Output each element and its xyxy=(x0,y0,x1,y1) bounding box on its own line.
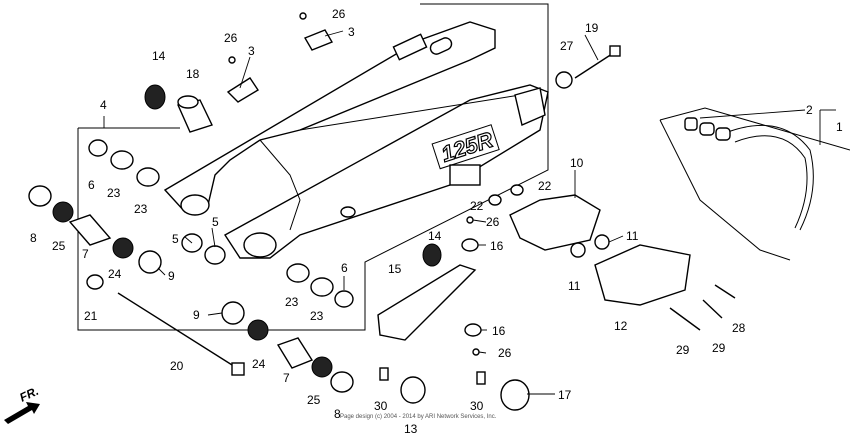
callout-11: 11 xyxy=(626,229,639,243)
callout-3: 3 xyxy=(248,44,255,58)
callout-4: 4 xyxy=(100,98,107,112)
callout-9: 9 xyxy=(193,308,200,322)
swingarm-group-bracket xyxy=(77,3,549,331)
callout-22: 22 xyxy=(470,199,484,213)
callout-14: 14 xyxy=(428,229,442,243)
callout-26: 26 xyxy=(332,7,346,21)
callout-25: 25 xyxy=(52,239,66,253)
callout-23: 23 xyxy=(134,202,148,216)
callout-7: 7 xyxy=(82,247,89,261)
callout-30: 30 xyxy=(374,399,388,413)
callout-28: 28 xyxy=(732,321,746,335)
callout-15: 15 xyxy=(388,262,402,276)
callout-26: 26 xyxy=(498,346,512,360)
callout-23: 23 xyxy=(285,295,299,309)
part-shapes xyxy=(28,12,736,411)
callout-29: 29 xyxy=(676,343,690,357)
callout-24: 24 xyxy=(252,357,266,371)
callout-6: 6 xyxy=(341,261,348,275)
callout-21: 21 xyxy=(84,309,98,323)
callout-19: 19 xyxy=(585,21,599,35)
callout-18: 18 xyxy=(186,67,200,81)
callout-25: 25 xyxy=(307,393,321,407)
callout-23: 23 xyxy=(310,309,324,323)
callout-27: 27 xyxy=(560,39,574,53)
callout-30: 30 xyxy=(470,399,484,413)
callout-23: 23 xyxy=(107,186,121,200)
callout-6: 6 xyxy=(88,178,95,192)
callout-5: 5 xyxy=(172,232,179,246)
callout-5: 5 xyxy=(212,215,219,229)
callout-22: 22 xyxy=(538,179,552,193)
callout-24: 24 xyxy=(108,267,122,281)
callout-26: 26 xyxy=(224,31,238,45)
callout-16: 16 xyxy=(492,324,506,338)
callout-14: 14 xyxy=(152,49,166,63)
callout-7: 7 xyxy=(283,371,290,385)
callout-16: 16 xyxy=(490,239,504,253)
callout-9: 9 xyxy=(168,269,175,283)
callout-13: 13 xyxy=(404,422,418,436)
callout-2: 2 xyxy=(806,103,813,117)
callout-8: 8 xyxy=(30,231,37,245)
callout-20: 20 xyxy=(170,359,184,373)
callout-12: 12 xyxy=(614,319,628,333)
callout-8: 8 xyxy=(334,407,341,421)
callout-17: 17 xyxy=(558,388,572,402)
callout-11: 11 xyxy=(568,279,581,293)
callout-10: 10 xyxy=(570,156,584,170)
front-direction-arrow: FR. xyxy=(4,384,41,424)
copyright-notice: Page design (c) 2004 - 2014 by ARI Netwo… xyxy=(340,414,497,420)
callout-26: 26 xyxy=(486,215,500,229)
callouts: 1 2 3 3 4 5 5 6 6 7 7 8 8 9 9 10 11 11 1… xyxy=(30,7,843,436)
callout-29: 29 xyxy=(712,341,726,355)
callout-1: 1 xyxy=(836,120,843,134)
swingarm: 125R xyxy=(163,21,549,259)
front-direction-label: FR. xyxy=(17,384,40,405)
drive-chain xyxy=(659,107,850,261)
leader-lines xyxy=(103,30,836,395)
callout-3: 3 xyxy=(348,25,355,39)
